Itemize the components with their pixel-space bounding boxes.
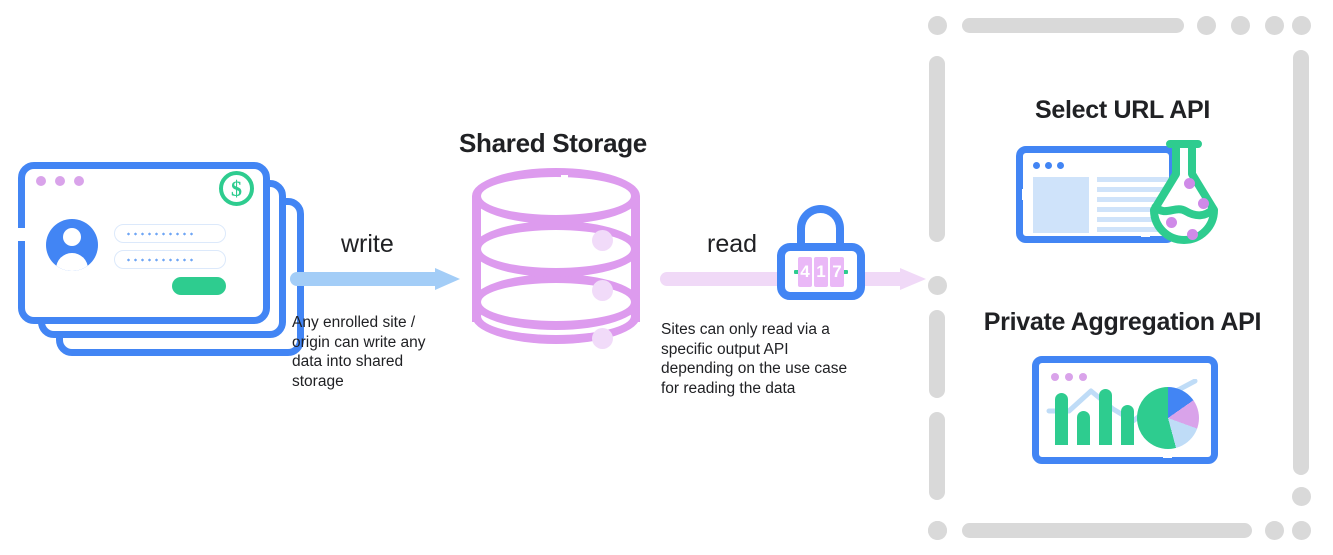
cylinder-band-3: [472, 274, 640, 330]
mini-line: [1097, 187, 1169, 192]
mini-browser-image-block: [1033, 177, 1089, 233]
combination-lock-icon: 4 1 7: [777, 205, 865, 300]
avatar-body: [56, 253, 88, 271]
panel-border-seg-bottom: [962, 523, 1252, 538]
lock-body: 4 1 7: [777, 243, 865, 300]
submit-button: [172, 277, 226, 295]
select-url-api-title: Select URL API: [1034, 96, 1211, 124]
mini-line: [1097, 217, 1169, 222]
bar-3: [1099, 389, 1112, 445]
mini-dot-1: [1033, 162, 1040, 169]
cylinder-dot-3: [592, 328, 613, 349]
lock-dials: 4 1 7: [798, 256, 844, 287]
chart-dot-1: [1051, 373, 1059, 381]
cylinder-top-gap: [561, 175, 568, 187]
cylinder-left-wall: [472, 196, 481, 322]
dollar-coin-icon: $: [219, 171, 254, 206]
panel-border-dot-top-2: [1197, 16, 1216, 35]
mini-browser-dots: [1033, 162, 1064, 169]
shared-storage-title: Shared Storage: [459, 128, 647, 158]
flask-dot-4: [1187, 229, 1198, 240]
chart-dot-2: [1065, 373, 1073, 381]
bar-1: [1055, 393, 1068, 445]
panel-border-dot-top-1: [928, 16, 947, 35]
panel-border-dot-top-3: [1231, 16, 1250, 35]
chart-dot-3: [1079, 373, 1087, 381]
read-description: Sites can only read via a specific outpu…: [661, 321, 848, 397]
chart-browser-window: [1032, 356, 1218, 464]
read-arrow-head: [900, 268, 926, 290]
cylinder-band-2: [472, 221, 640, 277]
flask-icon: [1140, 138, 1228, 253]
panel-border-seg-left-3: [929, 412, 945, 500]
panel-border-dot-right-1: [1292, 16, 1311, 35]
site-card-notch: [17, 228, 26, 241]
output-apis-panel: Select URL API: [920, 8, 1325, 548]
panel-border-seg-left-1: [929, 56, 945, 242]
window-dot-2: [55, 176, 65, 186]
cylinder-bottom: [472, 288, 640, 344]
mini-browser-notch-bottom: [1141, 229, 1150, 237]
panel-border-dot-left-1: [928, 276, 947, 295]
mini-line: [1097, 207, 1169, 212]
bar-2: [1077, 411, 1090, 445]
mini-line: [1097, 177, 1169, 182]
panel-border-dot-right-3: [1292, 521, 1311, 540]
chart-browser-notch: [1163, 450, 1172, 458]
panel-border-dot-bottom-1: [928, 521, 947, 540]
window-dot-3: [74, 176, 84, 186]
chart-browser-dots: [1051, 373, 1087, 381]
private-aggregation-api-title: Private Aggregation API: [983, 308, 1262, 336]
mini-dot-2: [1045, 162, 1052, 169]
panel-border-dot-bottom-2: [1265, 521, 1284, 540]
password-field-1: [114, 224, 226, 243]
panel-border-seg-right: [1293, 50, 1309, 475]
lock-dash-right: [841, 269, 848, 274]
flask-dot-1: [1184, 178, 1195, 189]
flask-svg: [1150, 140, 1218, 244]
lock-shackle: [797, 205, 844, 251]
write-arrow-shaft: [290, 272, 438, 286]
cylinder-dot-1: [592, 230, 613, 251]
cylinder-right-wall: [631, 196, 640, 322]
avatar-icon: [46, 219, 98, 271]
flask-dot-2: [1198, 198, 1209, 209]
panel-border-dot-top-4: [1265, 16, 1284, 35]
write-description: Any enrolled site / origin can write any…: [292, 314, 426, 390]
mini-line: [1097, 227, 1169, 232]
site-cards-stack: $: [14, 162, 314, 362]
lock-dial-1: 4: [798, 256, 812, 287]
lock-dial-3: 7: [830, 256, 844, 287]
database-cylinder-icon: [472, 168, 640, 350]
panel-border-dot-right-2: [1292, 487, 1311, 506]
read-label: read: [707, 230, 758, 258]
write-label: write: [341, 230, 394, 258]
site-card-front: $: [17, 162, 270, 324]
mini-line: [1097, 197, 1169, 202]
window-dot-1: [36, 176, 46, 186]
mini-browser-window: [1016, 146, 1176, 243]
mini-dot-3: [1057, 162, 1064, 169]
private-aggregation-api-icon: [1032, 356, 1222, 468]
mini-browser-text-lines: [1097, 177, 1169, 237]
flask-dot-3: [1166, 217, 1177, 228]
panel-border-seg-left-2: [929, 310, 945, 398]
password-field-2: [114, 250, 226, 269]
cylinder-band-1: [472, 168, 640, 224]
write-arrow-head: [435, 268, 460, 290]
write-arrow-icon: [290, 268, 460, 290]
lock-dial-2: 1: [814, 256, 828, 287]
select-url-api-icon: [1016, 138, 1228, 253]
avatar-head: [63, 228, 81, 246]
panel-border-seg-top: [962, 18, 1184, 33]
bar-4: [1121, 405, 1134, 445]
pie-chart-icon: [1137, 387, 1199, 449]
lock-dash-left: [794, 269, 801, 274]
cylinder-dot-2: [592, 280, 613, 301]
mini-browser-notch-left: [1022, 189, 1030, 200]
window-control-dots: [36, 176, 84, 186]
